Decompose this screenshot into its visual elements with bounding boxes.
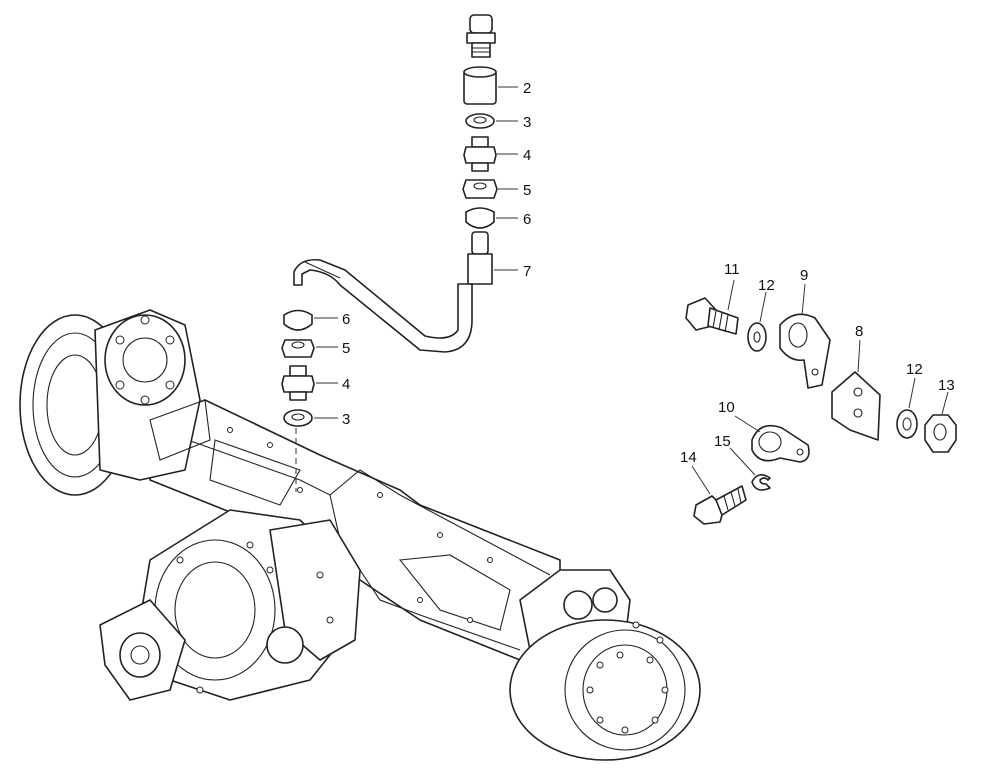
callout-6-upper: 6 (523, 211, 531, 228)
callout-2: 2 (523, 80, 531, 97)
part-14-bolt (693, 485, 747, 525)
callout-12-upper: 12 (758, 277, 775, 294)
part-4-union-upper (463, 136, 497, 172)
callout-8: 8 (855, 323, 863, 340)
part-10-hose-clip (751, 424, 810, 463)
part-3-washer-upper (465, 113, 495, 129)
part-6-olive-upper (465, 207, 495, 229)
part-12-washer-lower (896, 409, 918, 439)
part-2-sleeve (463, 66, 497, 105)
callout-4-lower: 4 (342, 376, 350, 393)
part-13-nut (924, 414, 957, 453)
callout-14: 14 (680, 449, 697, 466)
part-9-clamp (779, 313, 831, 389)
callout-labels: 2 3 4 5 6 7 6 5 4 3 11 12 9 8 12 13 10 1… (342, 80, 955, 466)
part-5-nut-lower (281, 339, 315, 358)
part-8-bracket (831, 371, 881, 441)
callout-5-upper: 5 (523, 182, 531, 199)
part-1-fitting (466, 14, 496, 58)
leader-lines (314, 86, 949, 495)
callout-5-lower: 5 (342, 340, 350, 357)
callout-15: 15 (714, 433, 731, 450)
callout-13: 13 (938, 377, 955, 394)
callout-7: 7 (523, 263, 531, 280)
differential-assembly (99, 509, 361, 701)
part-15-lock-washer (751, 474, 771, 491)
callout-3-lower: 3 (342, 411, 350, 428)
left-hub-assembly (19, 309, 211, 496)
callout-10: 10 (718, 399, 735, 416)
callout-4-upper: 4 (523, 147, 531, 164)
part-11-bolt (685, 297, 739, 335)
callout-9: 9 (800, 267, 808, 284)
part-12-washer-upper (747, 322, 767, 352)
callout-3-upper: 3 (523, 114, 531, 131)
part-5-nut-upper (462, 179, 498, 199)
axle-housing (149, 399, 561, 661)
part-6-olive-lower (283, 309, 313, 331)
callout-11: 11 (724, 261, 740, 278)
right-hub-assembly (509, 569, 701, 761)
part-3-washer-lower (283, 409, 313, 427)
callout-12-lower: 12 (906, 361, 923, 378)
callout-6-lower: 6 (342, 311, 350, 328)
part-4-union-lower (281, 365, 315, 401)
part-7-pipe (293, 231, 493, 353)
